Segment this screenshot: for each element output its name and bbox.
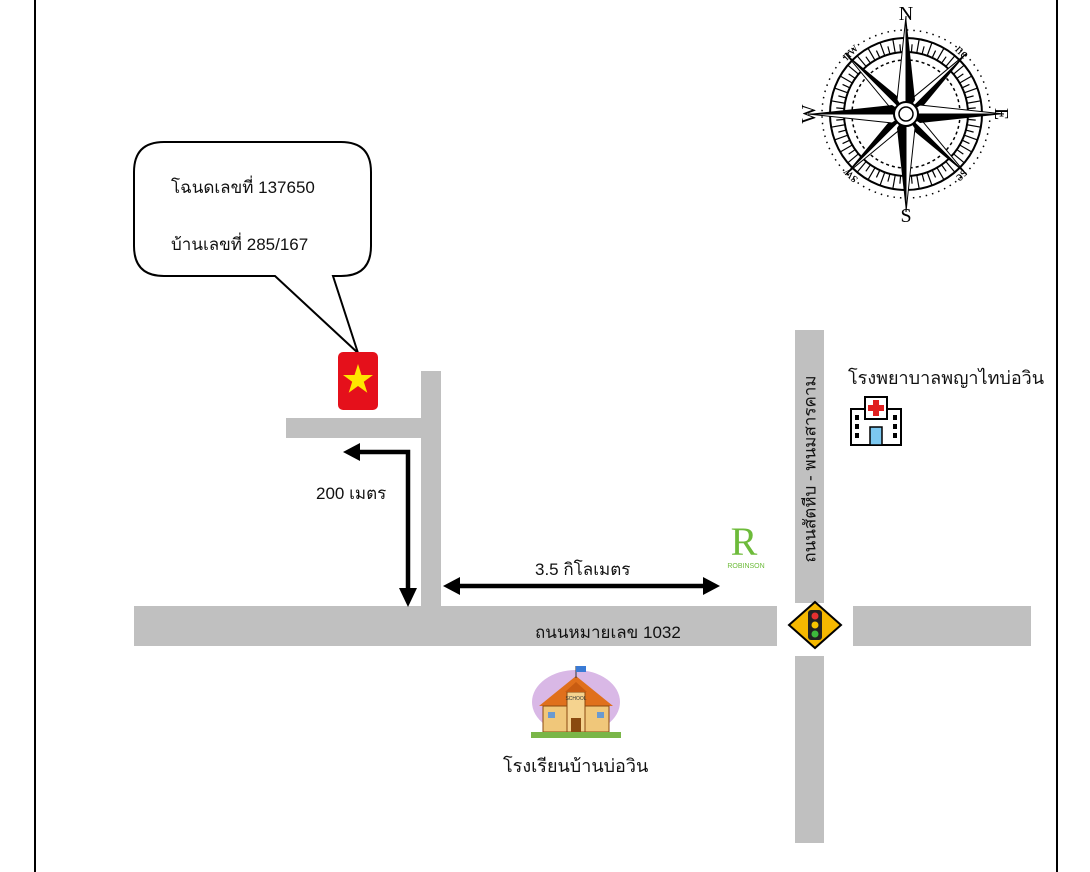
- compass-tick: [916, 39, 920, 54]
- compass-tick: [941, 164, 947, 172]
- compass-tick: [839, 144, 853, 153]
- compass-tick: [875, 50, 881, 59]
- compass-tick: [926, 42, 933, 56]
- compass-tick: [842, 83, 851, 89]
- compass-tick: [945, 161, 956, 173]
- frame-right-border: [1056, 0, 1058, 872]
- compass-w: W: [798, 104, 820, 123]
- compass-e: E: [990, 108, 1012, 120]
- compass-tick: [931, 50, 937, 59]
- compass-tick: [834, 134, 848, 141]
- compass-tick: [961, 139, 970, 145]
- compass-tick: [921, 46, 925, 55]
- compass-tick: [887, 46, 891, 55]
- main-road-east: [853, 606, 1031, 646]
- compass-tick: [887, 173, 891, 182]
- compass-tick: [910, 175, 913, 184]
- compass-tick: [916, 174, 920, 189]
- house-number-text: บ้านเลขที่ 285/167: [171, 235, 309, 254]
- compass-tick: [956, 73, 964, 79]
- main-road: [134, 606, 777, 646]
- cross-road-south: [795, 656, 824, 843]
- school-icon: SCHOOL: [531, 662, 621, 738]
- cross-road-north: [795, 330, 824, 603]
- compass-tick: [965, 95, 974, 99]
- robinson-logo: R ROBINSON: [727, 519, 764, 570]
- compass-tick: [959, 75, 973, 84]
- long-distance-label: 3.5 กิโลเมตร: [535, 560, 631, 579]
- compass-tick: [839, 75, 853, 84]
- compass-tick: [875, 169, 881, 178]
- compass-tick: [847, 64, 859, 75]
- compass-tick: [838, 95, 847, 99]
- compass-tick: [921, 173, 925, 182]
- compass-tick: [936, 47, 945, 61]
- compass-tick: [865, 164, 871, 172]
- compass-tick: [945, 55, 956, 67]
- compass-tick: [899, 175, 902, 184]
- compass-tick: [856, 161, 867, 173]
- main-road-label: ถนนหมายเลข 1032: [535, 623, 681, 642]
- compass-tick: [956, 149, 964, 155]
- traffic-light-icon: [787, 600, 843, 650]
- compass-tick: [831, 100, 846, 104]
- compass-tick: [879, 42, 886, 56]
- compass-tick: [848, 73, 856, 79]
- compass-tick: [965, 129, 974, 133]
- compass-tick: [867, 47, 876, 61]
- compass-tick: [941, 56, 947, 64]
- compass-s: S: [900, 205, 911, 227]
- compass-tick: [959, 144, 973, 153]
- compass-n: N: [899, 3, 913, 25]
- compass-ne: ne: [952, 42, 972, 62]
- deed-number-text: โฉนดเลขที่ 137650: [171, 178, 315, 197]
- compass-tick: [910, 44, 913, 53]
- cross-road-label: ถนนสัตหีบ - พนมสารคาม: [800, 375, 820, 563]
- compass-tick: [856, 55, 867, 67]
- hospital-icon: [850, 396, 902, 446]
- compass-tick: [831, 124, 846, 128]
- compass-tick: [953, 153, 965, 164]
- compass-rose-icon: N S E W nw ne se sw: [798, 3, 1012, 227]
- compass-tick: [926, 172, 933, 186]
- compass-tick: [865, 56, 871, 64]
- compass-tick: [836, 118, 845, 121]
- compass-tick: [836, 107, 845, 110]
- compass-tick: [838, 129, 847, 133]
- compass-tick: [964, 134, 978, 141]
- compass-tick: [879, 172, 886, 186]
- compass-tick: [966, 100, 981, 104]
- compass-tick: [899, 44, 902, 53]
- compass-tick: [953, 64, 965, 75]
- compass-tick: [834, 87, 848, 94]
- compass-tick: [967, 107, 976, 110]
- robinson-logo-letter: R: [731, 519, 758, 564]
- compass-tick: [867, 167, 876, 181]
- compass-tick: [847, 153, 859, 164]
- compass-tick: [966, 124, 981, 128]
- compass-tick: [964, 87, 978, 94]
- short-distance-label: 200 เมตร: [316, 484, 387, 503]
- school-label: โรงเรียนบ้านบ่อวิน: [503, 756, 649, 776]
- compass-tick: [848, 149, 856, 155]
- compass-tick: [967, 118, 976, 121]
- compass-tick: [892, 39, 896, 54]
- compass-tick: [842, 139, 851, 145]
- compass-tick: [931, 169, 937, 178]
- compass-tick: [936, 167, 945, 181]
- location-marker-icon: [338, 352, 378, 410]
- side-road-horizontal: [286, 418, 422, 438]
- robinson-logo-text: ROBINSON: [727, 563, 764, 570]
- school-sign-text: SCHOOL: [565, 696, 586, 702]
- compass-tick: [961, 83, 970, 89]
- side-road-vertical: [421, 371, 441, 608]
- compass-tick: [892, 174, 896, 189]
- frame-left-border: [34, 0, 36, 872]
- hospital-label: โรงพยาบาลพญาไทบ่อวิน: [848, 368, 1045, 388]
